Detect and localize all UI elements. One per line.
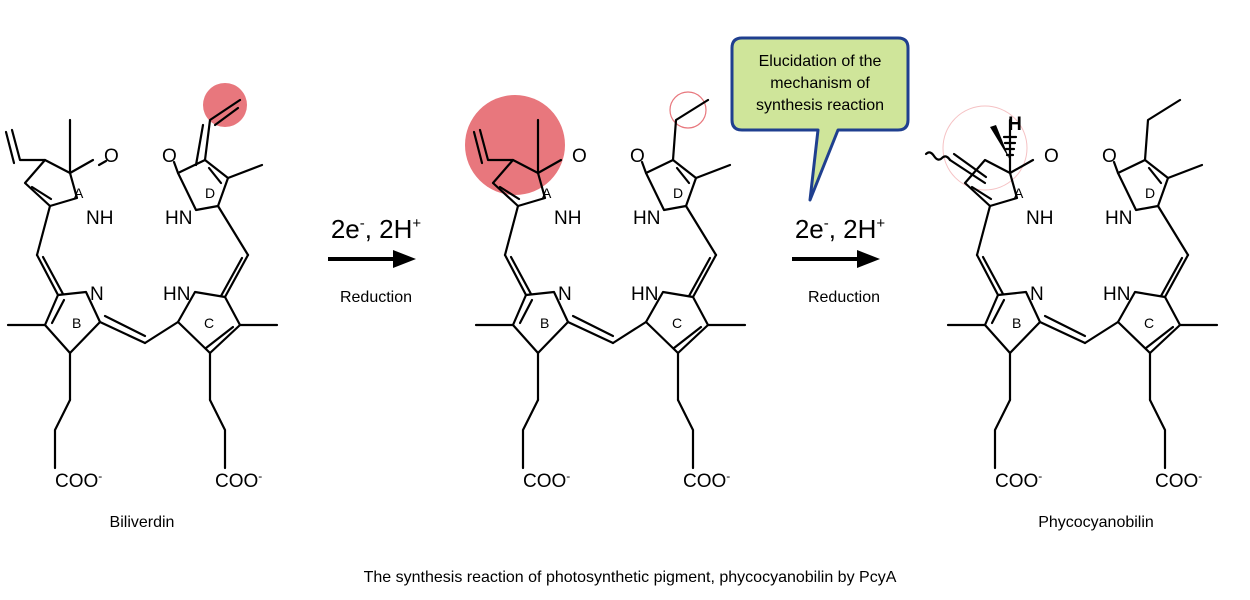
ring-label-a: A: [1014, 185, 1024, 201]
atom-hn: HN: [633, 208, 660, 229]
ring-label-b: B: [540, 315, 549, 331]
atom-n: N: [558, 284, 572, 305]
carboxylate-label: COO-: [523, 469, 570, 492]
atom-nh: NH: [554, 208, 581, 229]
stereocenter-highlight: [942, 105, 1028, 191]
atom-nh: NH: [1026, 208, 1053, 229]
atom-oxygen: O: [572, 146, 587, 167]
carboxylate-label: COO-: [1155, 469, 1202, 492]
ring-label-c: C: [204, 315, 214, 331]
carboxylate-label: COO-: [995, 469, 1042, 492]
ring-a-highlight: [465, 95, 565, 195]
atom-n: N: [1030, 284, 1044, 305]
ring-label-b: B: [1012, 315, 1021, 331]
reaction-step-1: 2e-, 2H+ Reduction: [328, 214, 421, 306]
callout-line: Elucidation of the: [759, 53, 882, 70]
arrow-head: [393, 250, 416, 268]
reagent-label: 2e-, 2H+: [331, 214, 422, 244]
atom-oxygen: O: [1044, 146, 1059, 167]
atom-hn: HN: [163, 284, 190, 305]
figure-caption: The synthesis reaction of photosynthetic…: [364, 569, 897, 586]
callout-line: mechanism of: [770, 75, 870, 92]
arrow-head: [857, 250, 880, 268]
wedge-bond: [990, 125, 1010, 160]
reaction-step-2: 2e-, 2H+ Reduction: [792, 214, 885, 306]
atom-hn: HN: [1103, 284, 1130, 305]
ring-label-b: B: [72, 315, 81, 331]
atom-hydrogen: H: [1008, 114, 1022, 135]
phycocyanobilin-label: Phycocyanobilin: [1038, 514, 1154, 531]
atom-oxygen: O: [1102, 146, 1117, 167]
ring-label-c: C: [672, 315, 682, 331]
reagent-label: 2e-, 2H+: [795, 214, 886, 244]
hashed-bond: [1002, 135, 1018, 157]
carboxylate-label: COO-: [55, 469, 102, 492]
atom-hn: HN: [631, 284, 658, 305]
callout-bubble: [730, 36, 910, 202]
reduction-label: Reduction: [808, 289, 880, 306]
carboxylate-label: COO-: [683, 469, 730, 492]
ring-label-d: D: [1145, 185, 1155, 201]
ring-label-d: D: [205, 185, 215, 201]
carboxylate-label: COO-: [215, 469, 262, 492]
reduction-label: Reduction: [340, 289, 412, 306]
atom-hn: HN: [165, 208, 192, 229]
intermediate-structure: O O NH HN N HN A D B C COO- COO-: [465, 91, 747, 492]
atom-oxygen: O: [104, 146, 119, 167]
atom-n: N: [90, 284, 104, 305]
ring-label-c: C: [1144, 315, 1154, 331]
ethyl-highlight: [669, 91, 707, 129]
biliverdin-structure: O O NH HN N HN A D B C COO- COO-: [4, 83, 279, 492]
atom-nh: NH: [86, 208, 113, 229]
callout-line: synthesis reaction: [756, 97, 884, 114]
phycocyanobilin-structure: H O O NH HN N HN A D B C COO- COO-: [924, 98, 1219, 492]
atom-oxygen: O: [162, 146, 177, 167]
ring-label-a: A: [542, 185, 552, 201]
atom-hn: HN: [1105, 208, 1132, 229]
mechanism-callout: Elucidation of the mechanism of synthesi…: [730, 36, 910, 202]
biliverdin-label: Biliverdin: [110, 514, 175, 531]
vinyl-highlight: [203, 83, 247, 127]
ring-label-d: D: [673, 185, 683, 201]
atom-oxygen: O: [630, 146, 645, 167]
ring-label-a: A: [74, 185, 84, 201]
